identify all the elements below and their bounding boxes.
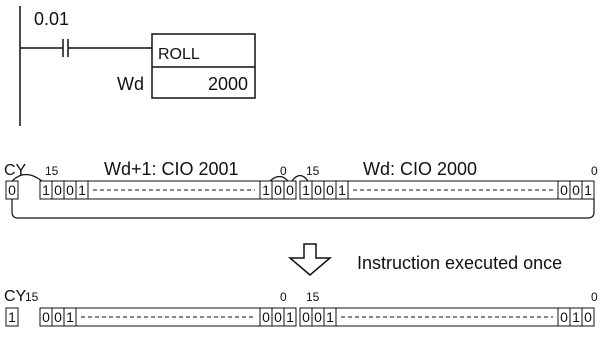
svg-text:0: 0 — [314, 182, 322, 198]
svg-text:1: 1 — [42, 182, 50, 198]
after-cio-2001-low-bit: 0 — [271, 307, 285, 327]
svg-text:0: 0 — [274, 309, 282, 325]
before-cio-2000-high-bit: 1 — [299, 180, 313, 200]
svg-text:0: 0 — [286, 182, 294, 198]
before-cio-2001-high-bit: 0 — [63, 180, 77, 200]
svg-text:1: 1 — [8, 309, 16, 325]
right-word-label: Wd: CIO 2000 — [363, 159, 477, 179]
after-cio-2001-high-bit: 0 — [51, 307, 65, 327]
cy-label-after: CY — [4, 288, 27, 305]
operand-label: Wd — [117, 74, 144, 94]
msb-label-left-after: 15 — [25, 290, 39, 304]
svg-text:1: 1 — [572, 309, 580, 325]
msb-label-right-after: 15 — [306, 290, 320, 304]
before-cio-2001-low-bit: 0 — [283, 180, 297, 200]
svg-text:1: 1 — [262, 182, 270, 198]
after-cio-2000-high-bit: 1 — [323, 307, 337, 327]
before-cio-2000-high-bit: 0 — [323, 180, 337, 200]
svg-text:1: 1 — [78, 182, 86, 198]
svg-text:0: 0 — [560, 309, 568, 325]
down-arrow-icon — [287, 243, 333, 276]
svg-text:0: 0 — [314, 309, 322, 325]
arc-word-carry — [291, 174, 309, 182]
return-path — [11, 199, 595, 219]
carry-bit-after: 1 — [5, 307, 19, 327]
before-cio-2001-high-bit: 1 — [75, 180, 89, 200]
before-cio-2000-high-bit: 1 — [335, 180, 349, 200]
svg-text:1: 1 — [338, 182, 346, 198]
svg-text:0: 0 — [8, 182, 16, 198]
lsb-label-left-before: 0 — [280, 164, 287, 178]
instruction-box — [151, 33, 256, 99]
arc-cy-to-msb — [11, 173, 43, 182]
after-cio-2001-low-bit: 0 — [259, 307, 273, 327]
svg-text:1: 1 — [286, 309, 294, 325]
svg-text:0: 0 — [66, 182, 74, 198]
svg-text:1: 1 — [66, 309, 74, 325]
contact-address: 0.01 — [34, 9, 69, 29]
left-word-label: Wd+1: CIO 2001 — [104, 159, 239, 179]
after-cio-2001-high-bit: 1 — [63, 307, 77, 327]
svg-text:1: 1 — [302, 182, 310, 198]
before-cio-2000-low-bit: 1 — [581, 180, 595, 200]
svg-text:0: 0 — [302, 309, 310, 325]
svg-text:0: 0 — [584, 309, 592, 325]
lsb-label-right-before: 0 — [591, 164, 598, 178]
msb-label-right-before: 15 — [306, 164, 320, 178]
before-cio-2000-high-bit: 0 — [311, 180, 325, 200]
after-cio-2001-high-bit: 0 — [39, 307, 53, 327]
ladder-diagram — [19, 6, 256, 126]
before-cio-2001-low-bit: 0 — [271, 180, 285, 200]
svg-text:1: 1 — [326, 309, 334, 325]
svg-text:0: 0 — [262, 309, 270, 325]
svg-text:0: 0 — [54, 182, 62, 198]
operand-value: 2000 — [208, 74, 248, 94]
svg-text:0: 0 — [54, 309, 62, 325]
rotate-arrows — [11, 173, 595, 219]
svg-text:0: 0 — [560, 182, 568, 198]
after-cio-2001-low-bit: 1 — [283, 307, 297, 327]
arc-lsb-to-next — [269, 175, 289, 182]
after-cio-2000-low-bit: 0 — [581, 307, 595, 327]
after-cio-2000-low-bit: 0 — [557, 307, 571, 327]
cy-label-before: CY — [4, 162, 27, 179]
instruction-name: ROLL — [158, 46, 200, 63]
svg-text:0: 0 — [326, 182, 334, 198]
msb-label-left-before: 15 — [45, 164, 59, 178]
svg-text:0: 0 — [572, 182, 580, 198]
carry-bit-before: 0 — [5, 180, 19, 200]
after-cio-2000-high-bit: 0 — [311, 307, 325, 327]
svg-text:0: 0 — [42, 309, 50, 325]
before-cio-2001-low-bit: 1 — [259, 180, 273, 200]
before-cio-2000-low-bit: 0 — [569, 180, 583, 200]
svg-text:1: 1 — [584, 182, 592, 198]
arrow-caption: Instruction executed once — [357, 253, 562, 273]
lsb-label-left-after: 0 — [280, 290, 287, 304]
lsb-label-right-after: 0 — [591, 290, 598, 304]
before-cio-2001-high-bit: 1 — [39, 180, 53, 200]
svg-text:0: 0 — [274, 182, 282, 198]
after-cio-2000-high-bit: 0 — [299, 307, 313, 327]
before-cio-2000-low-bit: 0 — [557, 180, 571, 200]
after-cio-2000-low-bit: 1 — [569, 307, 583, 327]
before-cio-2001-high-bit: 0 — [51, 180, 65, 200]
